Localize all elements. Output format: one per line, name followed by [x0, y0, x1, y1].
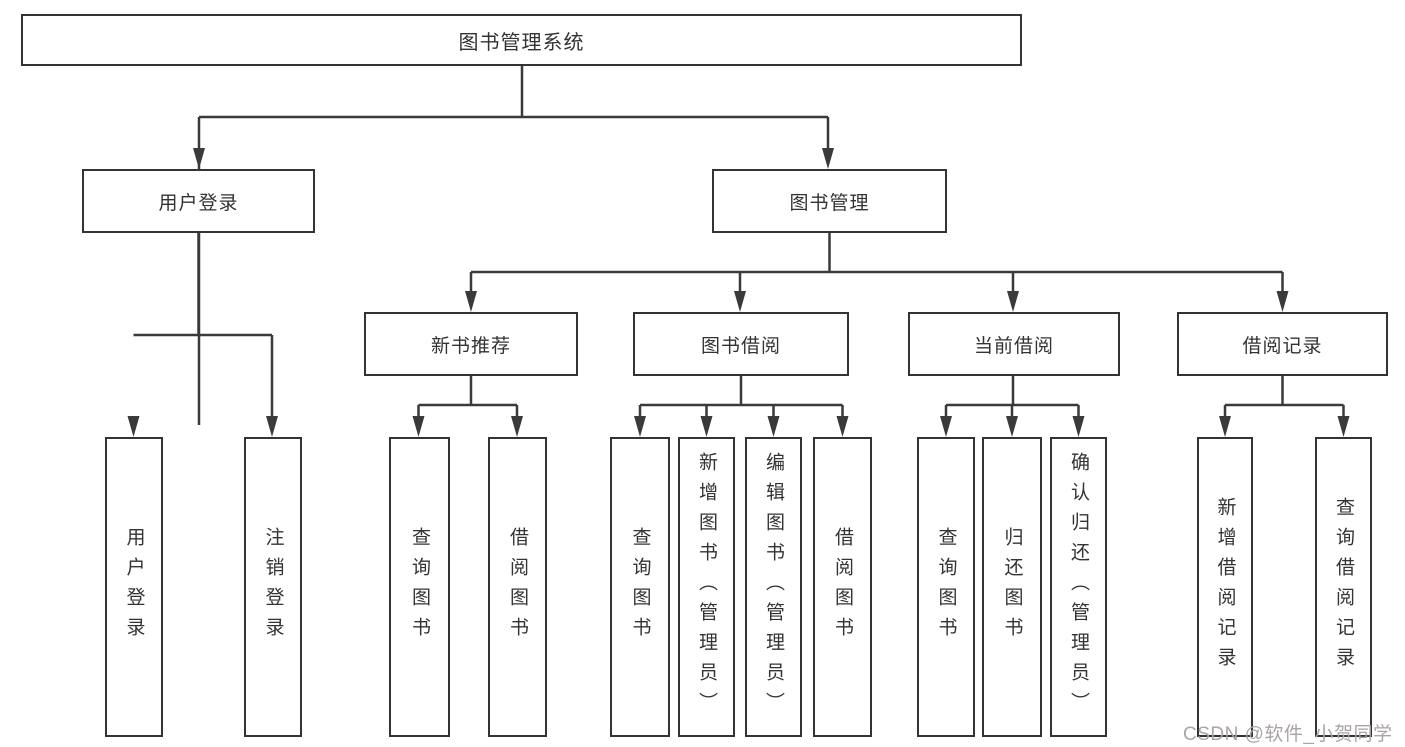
arrowhead-icon — [767, 416, 780, 437]
node-root-label: 图书管理系统 — [458, 31, 585, 54]
leaf-recommend-borrow-books-label: 借阅图书 — [507, 527, 528, 647]
leaf-logout-label: 注销登录 — [262, 527, 284, 647]
arrowhead-icon — [193, 148, 205, 169]
node-user-login-branch: 用户登录 — [82, 169, 315, 233]
node-book-borrow-label: 图书借阅 — [700, 335, 781, 357]
arrowhead-icon — [1007, 291, 1019, 312]
node-book-management: 图书管理 — [712, 169, 947, 233]
leaf-borrow-query-books: 查询图书 — [610, 437, 670, 737]
arrowhead-icon — [734, 291, 746, 312]
arrowhead-icon — [836, 416, 849, 437]
node-borrow-records: 借阅记录 — [1177, 312, 1388, 376]
leaf-recommend-query-books: 查询图书 — [389, 437, 450, 737]
leaf-records-query-record-label: 查询借阅记录 — [1333, 497, 1354, 677]
node-new-book-recommend-label: 新书推荐 — [430, 335, 511, 357]
leaf-borrow-borrow-books-label: 借阅图书 — [832, 527, 853, 647]
arrowhead-icon — [511, 416, 523, 437]
leaf-logout: 注销登录 — [244, 437, 302, 737]
leaf-current-query-books-label: 查询图书 — [935, 527, 957, 647]
arrowhead-icon — [1219, 416, 1231, 437]
leaf-borrow-query-books-label: 查询图书 — [629, 527, 651, 647]
leaf-current-return-books-label: 归还图书 — [1001, 527, 1023, 647]
leaf-records-add-record: 新增借阅记录 — [1197, 437, 1253, 737]
arrowhead-icon — [700, 416, 713, 437]
leaf-borrow-edit-books-admin-label: 编辑图书（管理员） — [763, 452, 784, 722]
arrowhead-icon — [1006, 416, 1018, 437]
arrowhead-icon — [1072, 416, 1085, 437]
arrowhead-icon — [1276, 291, 1289, 312]
node-borrow-records-label: 借阅记录 — [1242, 335, 1323, 357]
leaf-user-login-label: 用户登录 — [123, 527, 145, 647]
watermark: CSDN @软件_小贺同学 — [1183, 724, 1393, 745]
node-user-login-branch-label: 用户登录 — [158, 192, 239, 214]
connector-path — [133, 66, 1345, 425]
node-current-borrow: 当前借阅 — [908, 312, 1120, 376]
leaf-user-login: 用户登录 — [105, 437, 163, 737]
node-root: 图书管理系统 — [21, 14, 1022, 66]
leaf-borrow-edit-books-admin: 编辑图书（管理员） — [745, 437, 802, 737]
leaf-current-return-books: 归还图书 — [982, 437, 1042, 737]
leaf-borrow-borrow-books: 借阅图书 — [813, 437, 872, 737]
node-new-book-recommend: 新书推荐 — [364, 312, 578, 376]
node-book-borrow: 图书借阅 — [633, 312, 849, 376]
leaf-current-confirm-return-admin: 确认归还（管理员） — [1050, 437, 1107, 737]
leaf-recommend-query-books-label: 查询图书 — [409, 527, 430, 647]
arrowhead-icon — [412, 416, 425, 437]
leaf-records-query-record: 查询借阅记录 — [1315, 437, 1372, 737]
arrowhead-icon — [127, 416, 140, 437]
arrowheads — [127, 148, 1350, 437]
leaf-borrow-add-books-admin: 新增图书（管理员） — [678, 437, 735, 737]
leaf-recommend-borrow-books: 借阅图书 — [488, 437, 547, 737]
leaf-current-confirm-return-admin-label: 确认归还（管理员） — [1068, 452, 1089, 722]
arrowhead-icon — [1337, 416, 1350, 437]
arrowhead-icon — [940, 416, 952, 437]
arrowhead-icon — [465, 291, 477, 312]
leaf-borrow-add-books-admin-label: 新增图书（管理员） — [696, 452, 717, 722]
arrowhead-icon — [634, 416, 646, 437]
arrowhead-icon — [822, 148, 834, 169]
node-book-management-label: 图书管理 — [789, 192, 870, 214]
node-current-borrow-label: 当前借阅 — [973, 335, 1054, 357]
arrowhead-icon — [266, 416, 278, 437]
leaf-records-add-record-label: 新增借阅记录 — [1214, 497, 1236, 677]
leaf-current-query-books: 查询图书 — [917, 437, 975, 737]
